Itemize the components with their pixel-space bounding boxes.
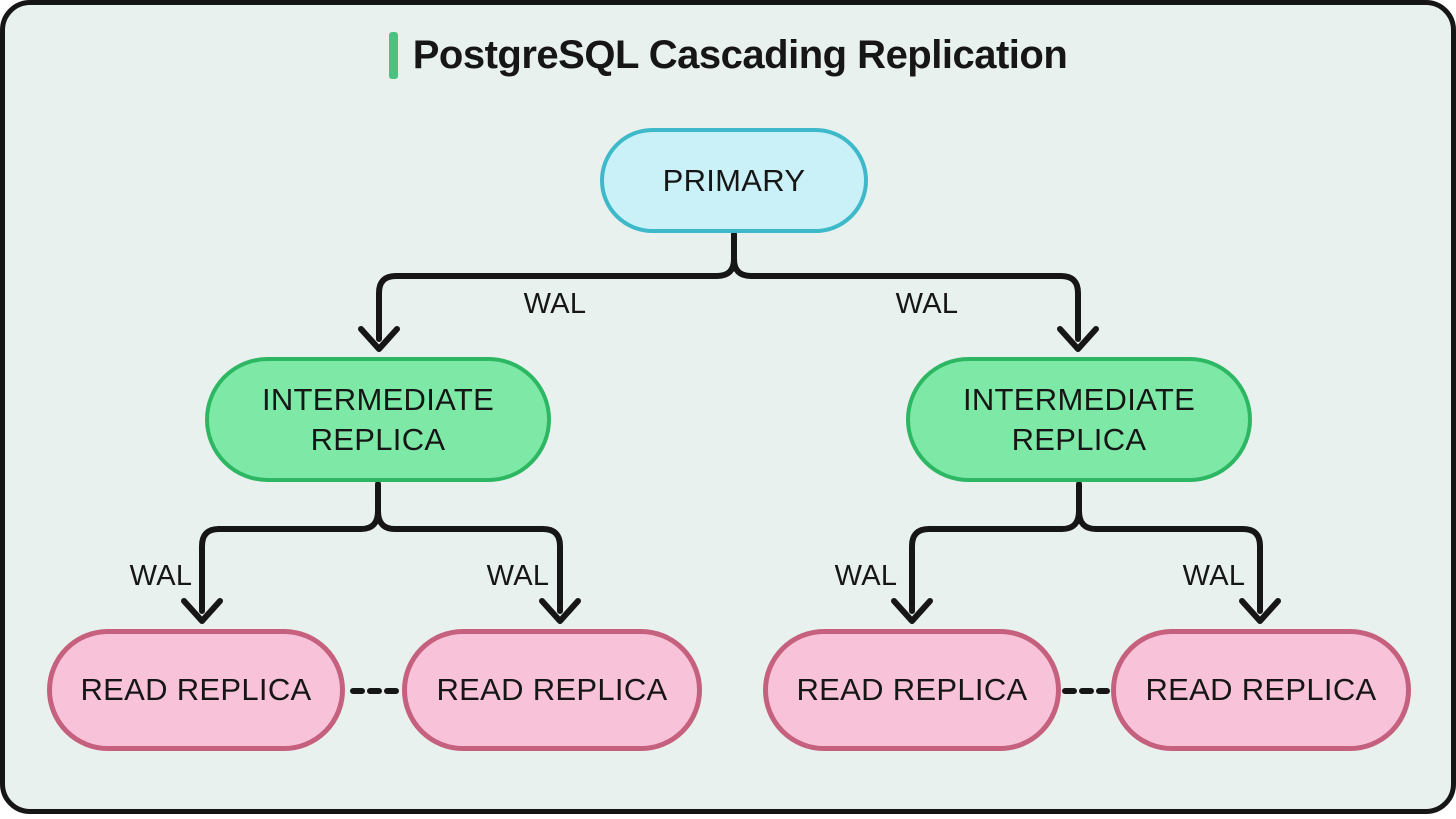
node-read-replica-3: READ REPLICA (763, 629, 1061, 751)
edge-label-wal-read3: WAL (834, 560, 898, 592)
edge-primary-to-intermediate-right (731, 256, 1081, 342)
title-accent-bar (388, 32, 398, 79)
edge-label-wal-read1: WAL (129, 560, 193, 592)
node-intermediate-left-label: INTERMEDIATE REPLICA (261, 382, 495, 457)
node-read-replica-3-label: READ REPLICA (796, 672, 1028, 708)
node-primary: PRIMARY (600, 128, 868, 233)
edge-intermediate-right-to-read3 (909, 508, 1082, 614)
node-read-replica-1: READ REPLICA (47, 629, 345, 751)
diagram-title: PostgreSQL Cascading Replication (412, 33, 1068, 77)
edge-intermediate-right-to-read4 (1076, 508, 1263, 614)
diagram-header: PostgreSQL Cascading Replication (5, 32, 1451, 79)
arrowhead-read3 (891, 598, 933, 624)
edge-intermediate-left-to-read1 (199, 508, 381, 614)
arrowhead-read1 (181, 598, 223, 624)
edge-intermediate-left-to-read2 (375, 508, 563, 614)
edge-primary-to-intermediate-left (376, 256, 737, 342)
node-read-replica-4-label: READ REPLICA (1145, 672, 1377, 708)
arrowhead-read2 (539, 598, 581, 624)
edge-label-wal-primary-left: WAL (523, 288, 587, 320)
node-read-replica-2: READ REPLICA (402, 629, 702, 751)
node-primary-label: PRIMARY (662, 162, 806, 198)
arrowhead-intermediate-right (1057, 326, 1099, 352)
node-intermediate-replica-left: INTERMEDIATE REPLICA (205, 357, 551, 482)
node-read-replica-1-label: READ REPLICA (80, 672, 312, 708)
node-read-replica-4: READ REPLICA (1111, 629, 1411, 751)
node-read-replica-2-label: READ REPLICA (436, 672, 668, 708)
edge-label-wal-primary-right: WAL (895, 288, 959, 320)
edge-label-wal-read2: WAL (486, 560, 550, 592)
edge-label-wal-read4: WAL (1182, 560, 1246, 592)
connector-edges (181, 231, 1281, 694)
node-intermediate-replica-right: INTERMEDIATE REPLICA (906, 357, 1252, 482)
arrowhead-read4 (1239, 598, 1281, 624)
arrowhead-intermediate-left (358, 326, 400, 352)
node-intermediate-right-label: INTERMEDIATE REPLICA (962, 382, 1196, 457)
